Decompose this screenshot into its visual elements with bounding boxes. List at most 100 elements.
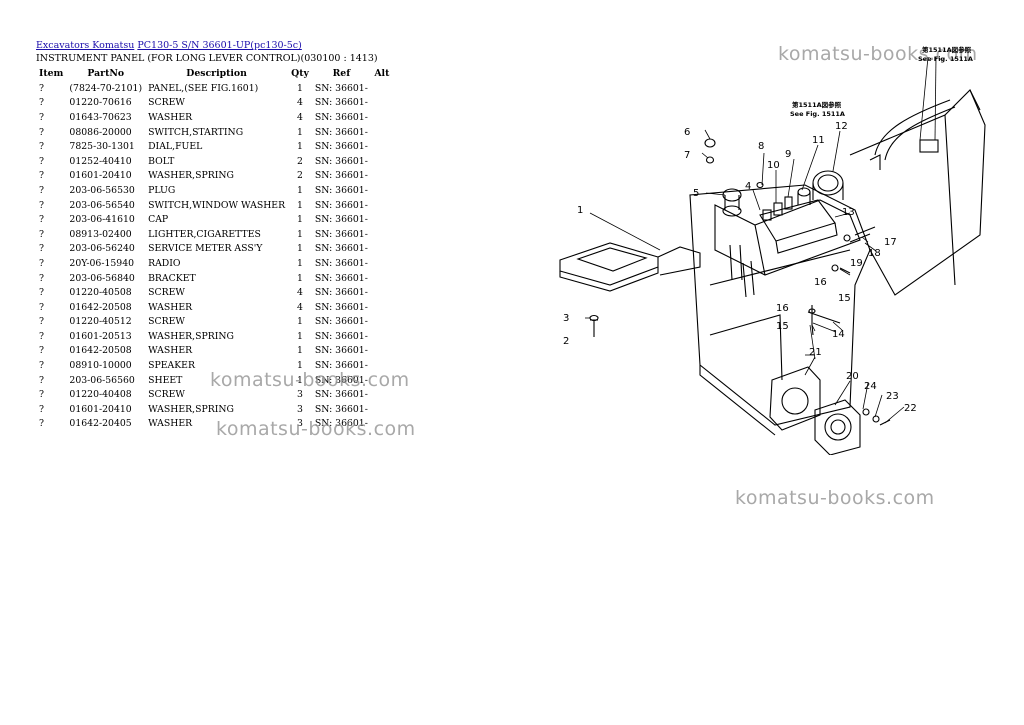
cell-description: WASHER,SPRING [148,170,234,182]
cell-ref: SN: 36601- [314,301,368,313]
cell-description: SWITCH,WINDOW WASHER [148,199,286,211]
cell-item: ? [39,287,44,299]
header-description: Description [186,68,247,79]
cell-partno: 01642-20405 [69,418,132,430]
cell-item: ? [39,257,44,269]
breadcrumb-link-model[interactable]: PC130-5 S/N 36601-UP(pc130-5c) [137,40,302,51]
callout-17: 17 [884,237,897,248]
breadcrumb: Excavators Komatsu PC130-5 S/N 36601-UP(… [36,40,302,51]
breadcrumb-link-category[interactable]: Excavators Komatsu [36,40,135,51]
diagram-leader-lines [585,56,937,424]
cell-item: ? [39,97,44,109]
cell-partno: 01601-20410 [69,403,132,415]
header-alt: Alt [374,68,390,79]
cell-ref: SN: 36601- [314,418,368,430]
watermark: komatsu-books.com [210,369,410,391]
callout-4: 4 [745,181,751,192]
cell-alt [371,96,393,111]
cell-qty: 2 [297,155,303,167]
callout-9: 9 [785,149,791,160]
callout-6: 6 [684,127,690,138]
cell-item: ? [39,141,44,153]
cell-alt [371,271,393,286]
callout-10: 10 [767,160,780,171]
callout-7: 7 [684,150,690,161]
cell-partno: 01601-20513 [69,330,132,342]
parts-table: Item PartNo Description Qty Ref Alt ?(78… [36,66,393,431]
cell-partno: 20Y-06-15940 [69,257,135,269]
cell-item: ? [39,243,44,255]
callout-11: 11 [812,135,825,146]
cell-item: ? [39,374,44,386]
header-ref: Ref [332,68,351,79]
cell-alt [371,125,393,140]
callout-20: 20 [846,371,859,382]
callout-12: 12 [835,121,848,132]
cell-description: SHEET [148,374,183,386]
cell-alt [371,169,393,184]
cell-alt [371,300,393,315]
cell-qty: 1 [297,257,303,269]
cell-alt [371,110,393,125]
cell-alt [371,256,393,271]
cell-item: ? [39,418,44,430]
cell-alt [371,402,393,417]
callout-23: 23 [886,391,899,402]
diagram-linework [559,89,986,455]
cell-ref: SN: 36601- [314,184,368,196]
cell-item: ? [39,214,44,226]
cell-alt [371,344,393,359]
cell-ref: SN: 36601- [314,403,368,415]
cell-ref: SN: 36601- [314,111,368,123]
cell-qty: 1 [297,228,303,240]
cell-partno: 08910-10000 [69,360,132,372]
callout-13: 13 [842,207,855,218]
cell-qty: 1 [297,126,303,138]
cell-ref: SN: 36601- [314,141,368,153]
cell-partno: 203-06-56840 [69,272,135,284]
cell-item: ? [39,345,44,357]
cell-item: ? [39,316,44,328]
cell-partno: 203-06-56530 [69,184,135,196]
cell-description: SCREW [148,389,185,401]
cell-item: ? [39,301,44,313]
cell-alt [371,81,393,96]
cell-qty: 3 [297,418,303,430]
header-qty: Qty [291,68,309,79]
cell-item: ? [39,82,44,94]
cell-alt [371,227,393,242]
cell-ref: SN: 36601- [314,287,368,299]
callout-24: 24 [864,381,877,392]
cell-qty: 1 [297,272,303,284]
cell-qty: 4 [297,301,303,313]
cell-partno: 08913-02400 [69,228,132,240]
cell-qty: 1 [297,330,303,342]
cell-description: BRACKET [148,272,196,284]
callout-16-lower: 16 [776,303,789,314]
callout-19: 19 [850,258,863,269]
callout-8: 8 [758,141,764,152]
cell-description: SCREW [148,316,185,328]
cell-ref: SN: 36601- [314,389,368,401]
page-subtitle: INSTRUMENT PANEL (FOR LONG LEVER CONTROL… [36,53,378,64]
callout-15-upper: 15 [838,293,851,304]
cell-partno: 08086-20000 [69,126,132,138]
callout-21: 21 [809,347,822,358]
cell-alt [371,198,393,213]
cell-item: ? [39,330,44,342]
cell-partno: 203-06-56540 [69,199,135,211]
cell-item: ? [39,360,44,372]
cell-description: BOLT [148,155,175,167]
cell-item: ? [39,272,44,284]
